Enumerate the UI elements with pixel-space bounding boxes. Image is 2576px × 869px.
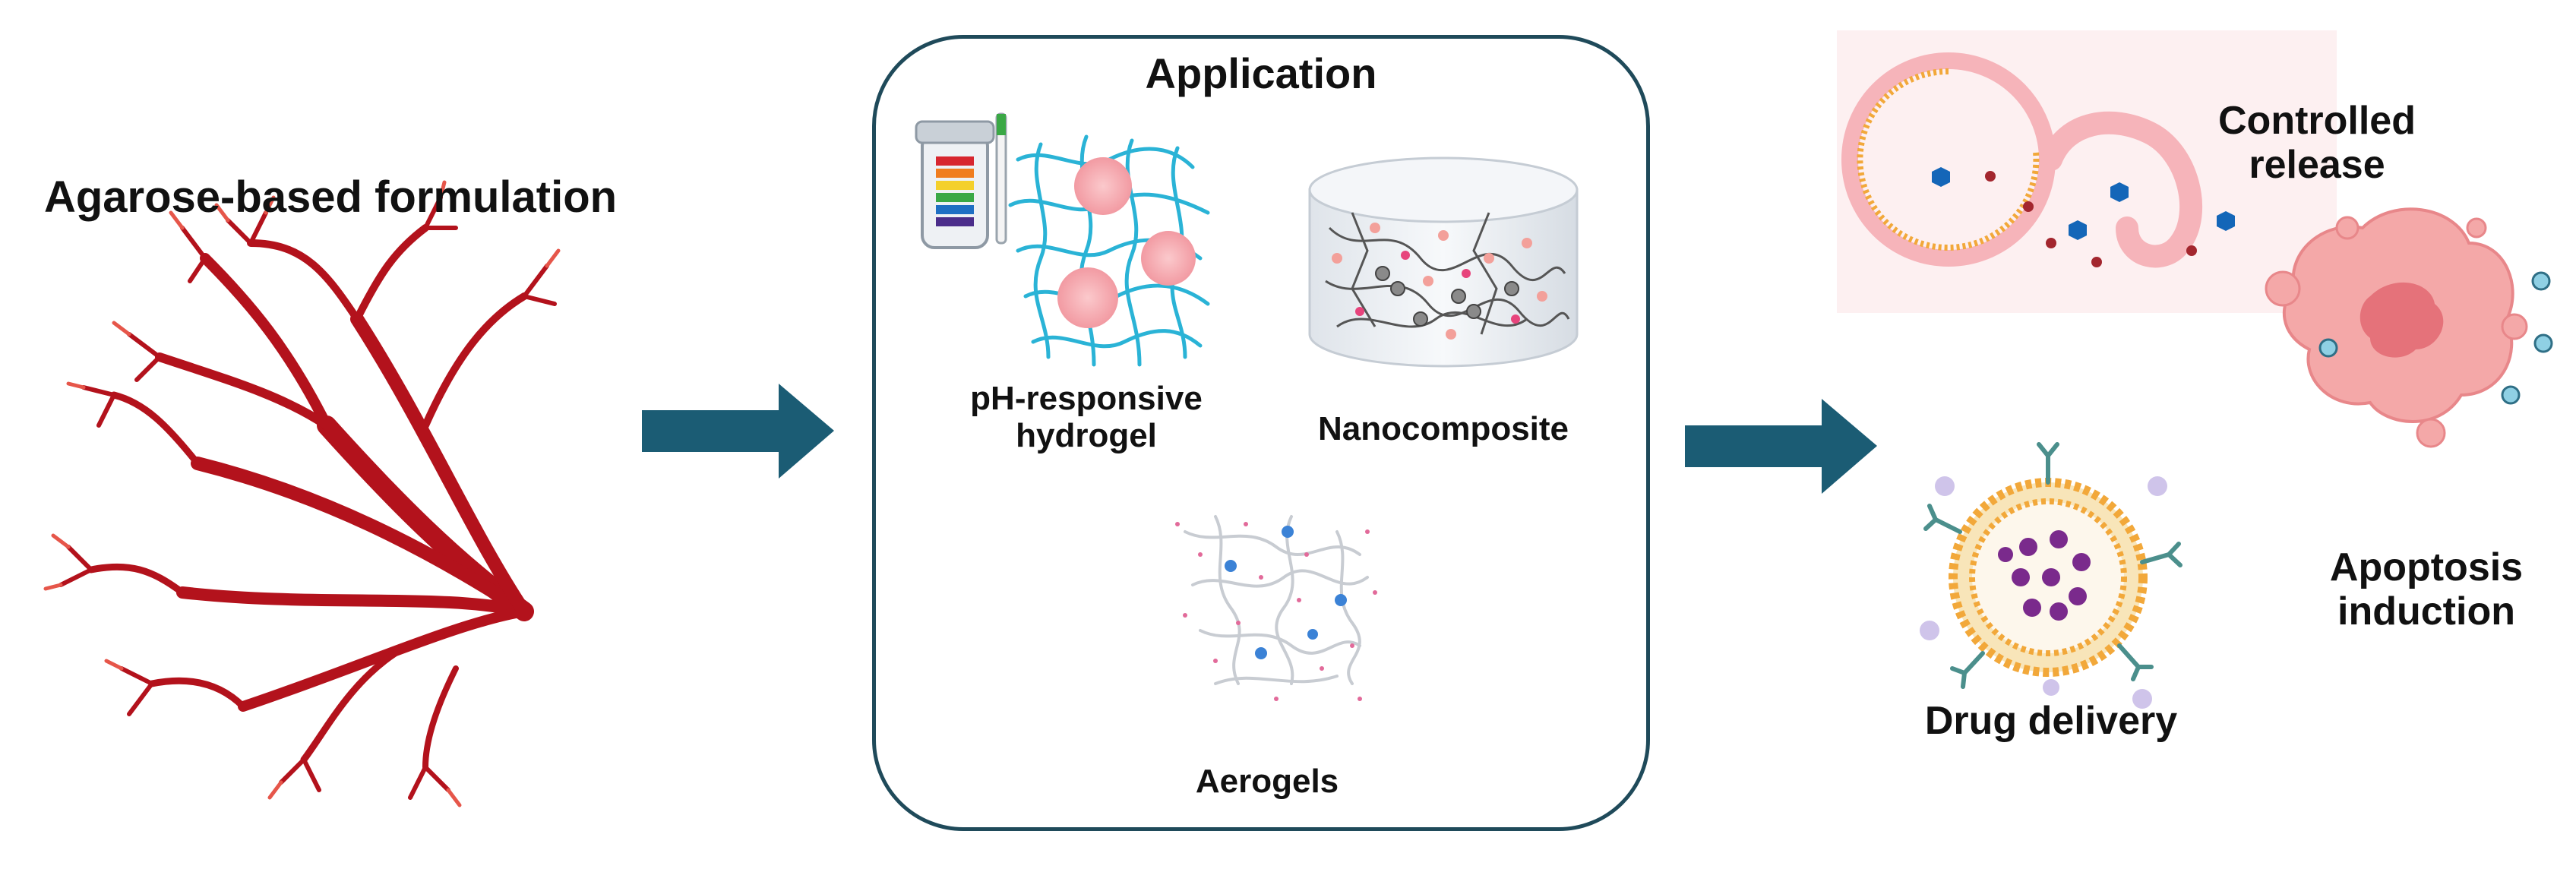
drug-delivery-liposome-image <box>1920 442 2182 709</box>
hydrogel-cell-3 <box>1057 267 1118 328</box>
seaweed-image <box>58 195 557 800</box>
source-title: Agarose-based formulation <box>43 172 618 222</box>
hydrogel-label: pH-responsive hydrogel <box>970 380 1203 455</box>
nanocomposite-icon <box>1308 156 1579 368</box>
virus-particles <box>2318 271 2553 405</box>
arrow-to-outcomes <box>1685 399 1877 494</box>
apoptosis-label: Apoptosis induction <box>2329 545 2524 634</box>
controlled-release-label: Controlled release <box>2218 99 2416 188</box>
drug-delivery-label: Drug delivery <box>1924 699 2178 743</box>
nanocomposite-label: Nanocomposite <box>1317 410 1569 447</box>
hydrogel-cell-1 <box>1074 157 1132 215</box>
controlled-release-image <box>1837 30 2337 313</box>
hydrogel-cell-2 <box>1141 231 1196 286</box>
aerogels-icon <box>1175 515 1377 701</box>
seaweed-tips <box>43 180 561 807</box>
aerogels-label: Aerogels <box>1195 763 1339 800</box>
arrow-to-application <box>642 384 834 479</box>
apoptotic-cell-image <box>2265 207 2553 448</box>
application-title: Application <box>1145 49 1377 97</box>
ph-test-tube-icon <box>915 112 1007 249</box>
